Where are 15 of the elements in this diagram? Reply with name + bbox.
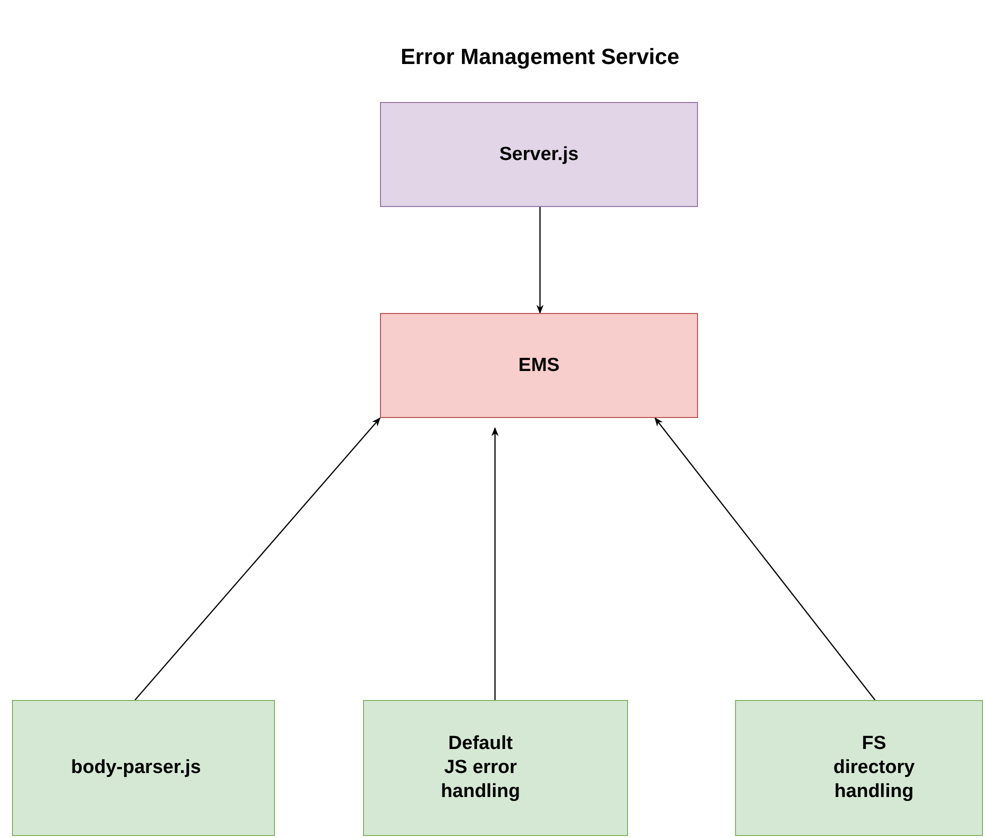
diagram-title: Error Management Service — [400, 44, 680, 70]
box-label: FS directory handling — [832, 732, 916, 804]
process-box — [12, 700, 275, 836]
box-label: EMS — [518, 354, 560, 378]
arrow — [134, 417, 381, 700]
arrow — [654, 417, 876, 700]
process-box — [363, 700, 628, 836]
box-label: Default JS error handling — [440, 732, 522, 804]
process-box — [380, 313, 698, 418]
process-box — [735, 700, 983, 836]
box-label: body-parser.js — [71, 756, 201, 780]
arrow — [536, 207, 544, 314]
process-box — [380, 102, 698, 207]
box-label: Server.js — [499, 142, 579, 166]
arrow — [491, 427, 499, 700]
